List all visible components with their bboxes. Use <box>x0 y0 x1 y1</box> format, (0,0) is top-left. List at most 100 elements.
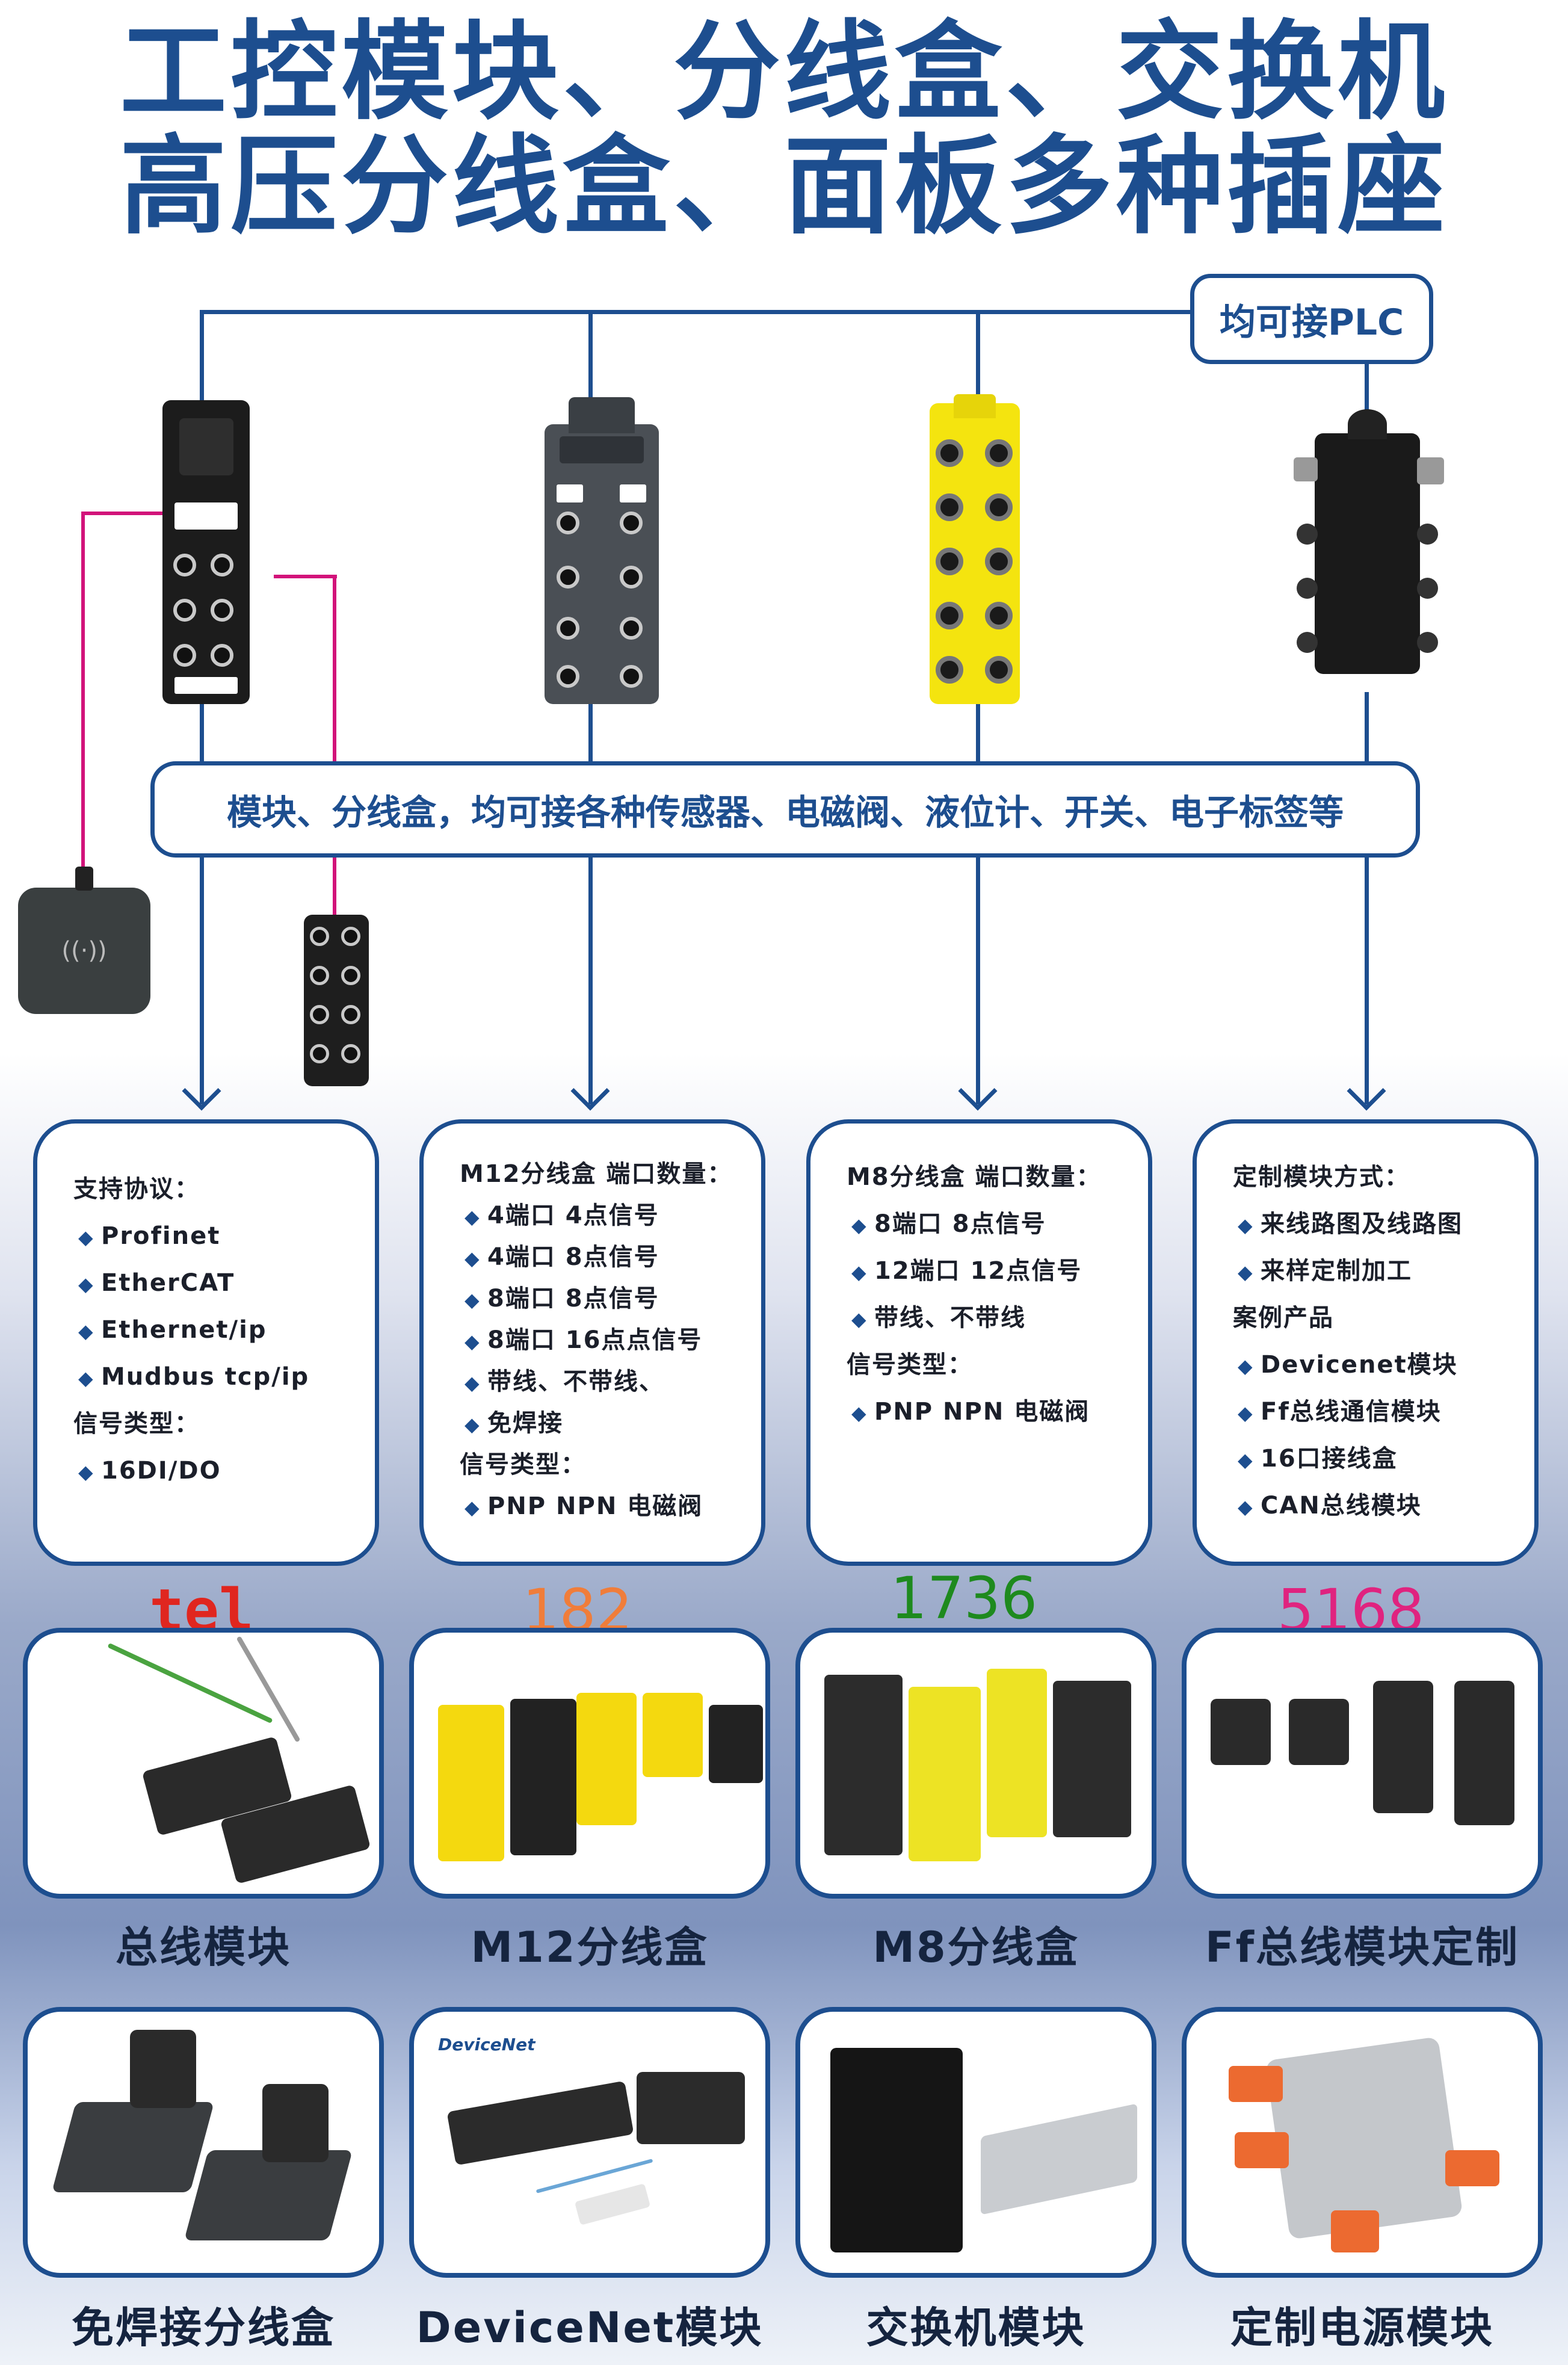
info-list-item: ◆ PNP NPN 电磁阀 <box>847 1388 1148 1435</box>
down-line-2 <box>588 858 593 1104</box>
info-section-heading: 信号类型： <box>73 1400 375 1447</box>
drop-line-4 <box>1365 361 1369 418</box>
info-row-text: Devicenet模块 <box>1261 1351 1458 1379</box>
info-list-item: ◆ 8端口 16点点信号 <box>460 1320 761 1361</box>
product-caption: DeviceNet模块 <box>416 2303 764 2352</box>
product-caption: Ff总线模块定制 <box>1205 1923 1520 1972</box>
diamond-bullet-icon: ◆ <box>78 1367 94 1390</box>
info-row-text: PNP NPN 电磁阀 <box>487 1492 703 1520</box>
magenta-line-right-v2 <box>333 858 336 918</box>
info-list-item: ◆ Mudbus tcp/ip <box>73 1353 375 1400</box>
plc-bus-line <box>200 310 1193 314</box>
plc-label: 均可接PLC <box>1190 274 1433 364</box>
info-list-item: ◆ Profinet <box>73 1213 375 1260</box>
diamond-bullet-icon: ◆ <box>465 1205 481 1228</box>
rfid-reader-image: ((·)) <box>18 867 150 1014</box>
link-line-1 <box>200 704 204 761</box>
info-list-item: ◆ Ethernet/ip <box>73 1306 375 1353</box>
info-list-item: ◆Ff总线通信模块 <box>1233 1388 1534 1435</box>
ff-module-image <box>1294 409 1444 674</box>
info-row-text: 带线、不带线、 <box>487 1368 664 1396</box>
diamond-bullet-icon: ◆ <box>78 1273 94 1296</box>
diamond-bullet-icon: ◆ <box>851 1308 868 1331</box>
info-section-heading: 定制模块方式： <box>1233 1154 1534 1201</box>
product-card-devicenet[interactable]: DeviceNet <box>409 2007 770 2278</box>
diamond-bullet-icon: ◆ <box>851 1214 868 1237</box>
info-row-text: 来线路图及线路图 <box>1261 1210 1463 1238</box>
info-section-heading: 信号类型： <box>847 1341 1148 1388</box>
info-row-text: EtherCAT <box>101 1269 235 1297</box>
diamond-bullet-icon: ◆ <box>1238 1448 1254 1471</box>
product-caption: 交换机模块 <box>866 2303 1086 2352</box>
info-row-text: M12分线盒 端口数量： <box>460 1160 733 1188</box>
magenta-line-right-h <box>274 575 337 578</box>
product-card-power[interactable] <box>1182 2007 1543 2278</box>
info-section-heading: 案例产品 <box>1233 1294 1534 1341</box>
info-row-text: 免焊接 <box>487 1409 563 1437</box>
product-card-solder-free[interactable] <box>23 2007 384 2278</box>
info-list-item: ◆ 16DI/DO <box>73 1447 375 1494</box>
info-row-text: 带线、不带线 <box>874 1304 1026 1332</box>
product-card-switch[interactable] <box>795 2007 1156 2278</box>
info-list-item: ◆12端口 12点信号 <box>847 1247 1148 1294</box>
down-line-1 <box>200 858 204 1104</box>
diamond-bullet-icon: ◆ <box>465 1330 481 1353</box>
diamond-bullet-icon: ◆ <box>851 1402 868 1424</box>
info-row-text: 4端口 4点信号 <box>487 1202 659 1229</box>
diamond-bullet-icon: ◆ <box>465 1247 481 1270</box>
down-line-4 <box>1365 858 1369 1104</box>
m12-box-image <box>545 397 659 704</box>
info-row-text: PNP NPN 电磁阀 <box>874 1398 1090 1426</box>
sensor-banner: 模块、分线盒，均可接各种传感器、电磁阀、液位计、开关、电子标签等 <box>150 761 1420 858</box>
info-row-text: 16口接线盒 <box>1261 1445 1398 1473</box>
product-card-ff-custom[interactable] <box>1182 1628 1543 1899</box>
diamond-bullet-icon: ◆ <box>78 1320 94 1343</box>
product-caption: 免焊接分线盒 <box>72 2303 335 2352</box>
drop-line-2 <box>588 310 593 397</box>
info-row-text: 支持协议： <box>73 1175 200 1203</box>
product-card-bus-module[interactable] <box>23 1628 384 1899</box>
info-list-item: ◆ 来线路图及线路图 <box>1233 1201 1534 1247</box>
devicenet-logo: DeviceNet <box>438 2035 536 2054</box>
info-row-text: 8端口 8点信号 <box>487 1285 659 1312</box>
magenta-line-left-h <box>81 512 177 515</box>
diamond-bullet-icon: ◆ <box>1238 1261 1254 1284</box>
info-list-item: ◆来样定制加工 <box>1233 1247 1534 1294</box>
info-row-text: Profinet <box>101 1222 221 1250</box>
info-row-text: 12端口 12点信号 <box>874 1257 1082 1285</box>
arrow-down-icon <box>182 1071 221 1111</box>
diamond-bullet-icon: ◆ <box>465 1496 481 1519</box>
number-1736: 1736 <box>890 1565 1038 1632</box>
info-list-item: ◆ 4端口 4点信号 <box>460 1195 761 1237</box>
info-row-text: Ethernet/ip <box>101 1316 267 1344</box>
page-title-line-1: 工控模块、分线盒、交换机 <box>120 10 1448 134</box>
diamond-bullet-icon: ◆ <box>465 1413 481 1436</box>
info-list-item: ◆ 8端口 8点信号 <box>460 1278 761 1320</box>
info-box-custom: 定制模块方式： ◆ 来线路图及线路图 ◆来样定制加工案例产品 ◆ Devicenet模块 ◆… <box>1193 1119 1539 1566</box>
info-row-text: 8端口 16点点信号 <box>487 1326 703 1354</box>
diamond-bullet-icon: ◆ <box>1238 1402 1254 1424</box>
product-caption: 定制电源模块 <box>1230 2303 1494 2352</box>
magenta-line-right-v1 <box>333 575 336 761</box>
diamond-bullet-icon: ◆ <box>465 1288 481 1311</box>
info-list-item: ◆ PNP NPN 电磁阀 <box>460 1486 761 1527</box>
magenta-line-left-v <box>81 512 85 867</box>
info-box-m8: M8分线盒 端口数量：◆8端口 8点信号◆12端口 12点信号◆带线、不带线信号… <box>806 1119 1152 1566</box>
diamond-bullet-icon: ◆ <box>78 1226 94 1249</box>
product-card-m8[interactable] <box>795 1628 1156 1899</box>
product-caption: M12分线盒 <box>471 1923 709 1972</box>
arrow-down-icon <box>570 1071 610 1111</box>
info-box-rows: 定制模块方式： ◆ 来线路图及线路图 ◆来样定制加工案例产品 ◆ Devicenet模块 ◆… <box>1233 1154 1534 1529</box>
info-list-item: ◆带线、不带线、 <box>460 1361 761 1403</box>
info-row-text: 16DI/DO <box>101 1457 221 1485</box>
info-list-item: ◆ 免焊接 <box>460 1403 761 1444</box>
diamond-bullet-icon: ◆ <box>1238 1214 1254 1237</box>
info-row-text: Mudbus tcp/ip <box>101 1363 310 1391</box>
link-line-3 <box>976 704 980 761</box>
info-row-text: 定制模块方式： <box>1233 1163 1410 1191</box>
product-card-m12[interactable] <box>409 1628 770 1899</box>
info-row-text: 信号类型： <box>847 1351 973 1379</box>
m8-box-image <box>930 394 1020 704</box>
diamond-bullet-icon: ◆ <box>78 1461 94 1483</box>
info-list-item: ◆ EtherCAT <box>73 1260 375 1306</box>
